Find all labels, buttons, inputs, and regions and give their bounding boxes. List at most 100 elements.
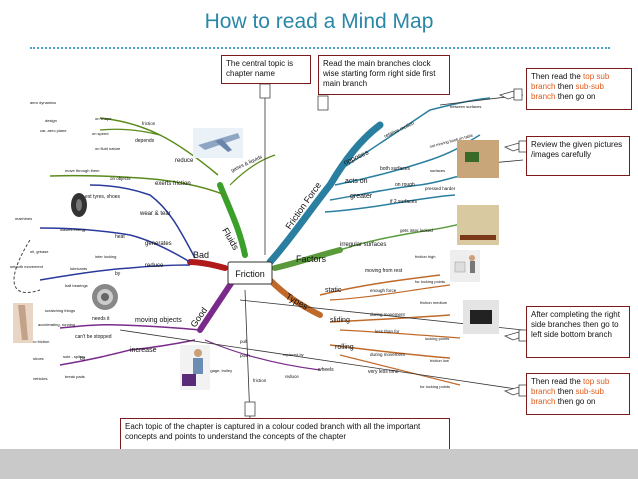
ty-friction-medium: friction medium bbox=[420, 300, 448, 305]
label-bad: Bad bbox=[193, 250, 209, 260]
bad-generates bbox=[39, 227, 191, 263]
branch-friction-force bbox=[266, 121, 384, 266]
go-by: by bbox=[80, 356, 86, 362]
hand-pointer-icon-1 bbox=[498, 88, 523, 101]
fa-sub bbox=[339, 221, 471, 251]
go-shoes: shoes bbox=[33, 356, 44, 361]
label-factors: Factors bbox=[296, 254, 327, 264]
go-cant-stopped: can't be stopped bbox=[75, 334, 112, 340]
go-luggage: luggage, trolley bbox=[205, 368, 232, 373]
ty-friction-high: friction high bbox=[415, 254, 435, 259]
go-moving-objects: moving objects bbox=[135, 317, 182, 324]
ff-on-rough: on rough bbox=[395, 182, 415, 188]
fl-depends: depends bbox=[135, 138, 155, 144]
bad-heat: heat bbox=[115, 234, 125, 240]
top-sub-1-c: then bbox=[555, 82, 576, 91]
top-sub-2-b: top sub branch bbox=[531, 377, 610, 396]
dashed-loop bbox=[13, 239, 41, 293]
pointer-bottom bbox=[244, 289, 251, 421]
callout-after-text: After completing the right side branches… bbox=[531, 310, 620, 339]
go-increase bbox=[59, 339, 196, 366]
go-moving bbox=[59, 324, 201, 331]
hand-pointer-icon-bottom bbox=[244, 401, 256, 417]
fa-irregular: irregular surfaces bbox=[340, 242, 386, 248]
ty-sliding2 bbox=[339, 329, 461, 339]
fl-gases bbox=[229, 154, 276, 186]
callout-bottom-summary: Each topic of the chapter is captured in… bbox=[120, 418, 450, 450]
go-push: push bbox=[240, 353, 250, 358]
callout-after-completing: After completing the right side branches… bbox=[526, 306, 630, 358]
fl-shape: on shape bbox=[95, 116, 112, 121]
fl-reduce bbox=[99, 117, 219, 176]
ty-sliding bbox=[329, 314, 451, 323]
ty-enough-force: enough force bbox=[370, 288, 397, 293]
ty-moving-from-rest: moving from rest bbox=[365, 268, 403, 274]
ff-relative-motion: relative motion bbox=[383, 121, 415, 140]
top-sub-2-a: Then read the bbox=[531, 377, 584, 386]
callout-review-text: Review the given pictures /images carefu… bbox=[531, 140, 623, 159]
ff-between-surfaces: between surfaces bbox=[450, 104, 481, 109]
callout-review-pictures: Review the given pictures /images carefu… bbox=[526, 136, 630, 176]
bad-wear bbox=[89, 184, 196, 259]
ff-greater: greater bbox=[350, 193, 373, 200]
callout-central-topic: The central topic is chapter name bbox=[221, 55, 311, 84]
ty-friction-low: friction low bbox=[430, 358, 449, 363]
fl-exerts bbox=[49, 174, 226, 196]
tyre-picture bbox=[71, 193, 87, 217]
branch-factors bbox=[272, 247, 343, 271]
bad-tyres-shoes: ext tyres, shoes bbox=[85, 194, 121, 200]
airplane-picture bbox=[193, 128, 243, 158]
top-sub-1-e: then go on bbox=[555, 92, 596, 101]
bearing-picture bbox=[92, 284, 118, 310]
go-brake-pads: break pads bbox=[65, 374, 85, 379]
hand-pointer-icon-central bbox=[259, 83, 271, 99]
go-pull: pull bbox=[240, 339, 247, 344]
fl-depends bbox=[99, 128, 161, 136]
ff-surfaces: surfaces bbox=[430, 168, 445, 173]
label-types: Types bbox=[284, 291, 310, 312]
ty-static bbox=[319, 274, 441, 296]
ff-acts-on: acts on bbox=[345, 178, 368, 185]
go-vehicles: vehicles bbox=[33, 376, 47, 381]
ty-locking-points: for locking points bbox=[415, 279, 445, 284]
top-sub-1-d: sub-sub branch bbox=[531, 82, 604, 101]
ff-sub-4 bbox=[324, 194, 456, 213]
go-reduce: reduce bbox=[285, 374, 299, 379]
bad-smooth: smooth movement bbox=[10, 264, 44, 269]
ff-sub-3 bbox=[329, 175, 461, 201]
fl-on-objects: on objects bbox=[110, 176, 131, 181]
branch-good bbox=[197, 279, 235, 333]
go-scratching: scratching things bbox=[45, 308, 75, 313]
go-accelerating: accelerating, running bbox=[38, 322, 75, 327]
ty-static-label: static bbox=[325, 287, 342, 294]
callout-main-branches: Read the main branches clock wise starti… bbox=[318, 55, 450, 95]
hand-pointer-icon-main bbox=[317, 95, 329, 111]
bad-lubricants: lubricants bbox=[70, 266, 87, 271]
fl-design: design bbox=[45, 118, 57, 123]
center-node bbox=[227, 261, 273, 285]
top-sub-2-d: sub-sub branch bbox=[531, 387, 604, 406]
ty-static2 bbox=[329, 284, 451, 301]
sliding-box-picture bbox=[463, 300, 499, 334]
ff-pressed-harder: pressed harder bbox=[425, 186, 456, 191]
callout-top-sub-branch-2: Then read the top sub branch then sub-su… bbox=[526, 373, 630, 415]
bad-oil-grease: oil, grease bbox=[30, 249, 49, 254]
ty-rolling2 bbox=[339, 354, 461, 386]
pushing-box-picture bbox=[450, 250, 480, 282]
fl-exerts: exerts friction bbox=[155, 181, 191, 187]
ff-f2-surfaces: if 2 surfaces bbox=[390, 199, 417, 205]
go-no-friction: no friction bbox=[32, 339, 49, 344]
go-needs-it: needs it bbox=[92, 316, 110, 322]
ty-rolling bbox=[329, 344, 451, 359]
go-friction: friction bbox=[253, 378, 267, 383]
ff-both-surfaces: both surfaces bbox=[380, 166, 411, 172]
top-sub-1-b: top sub branch bbox=[531, 72, 610, 91]
pointer-top-sub-2 bbox=[119, 329, 524, 391]
hand-pointer-icon-3 bbox=[503, 329, 528, 342]
callout-main-branches-text: Read the main branches clock wise starti… bbox=[323, 59, 436, 88]
fl-friction: friction bbox=[142, 121, 156, 126]
bad-generates: generates bbox=[145, 241, 172, 247]
ty-locking-points3: for locking points bbox=[420, 384, 450, 389]
fl-speed: on speed bbox=[92, 131, 108, 136]
